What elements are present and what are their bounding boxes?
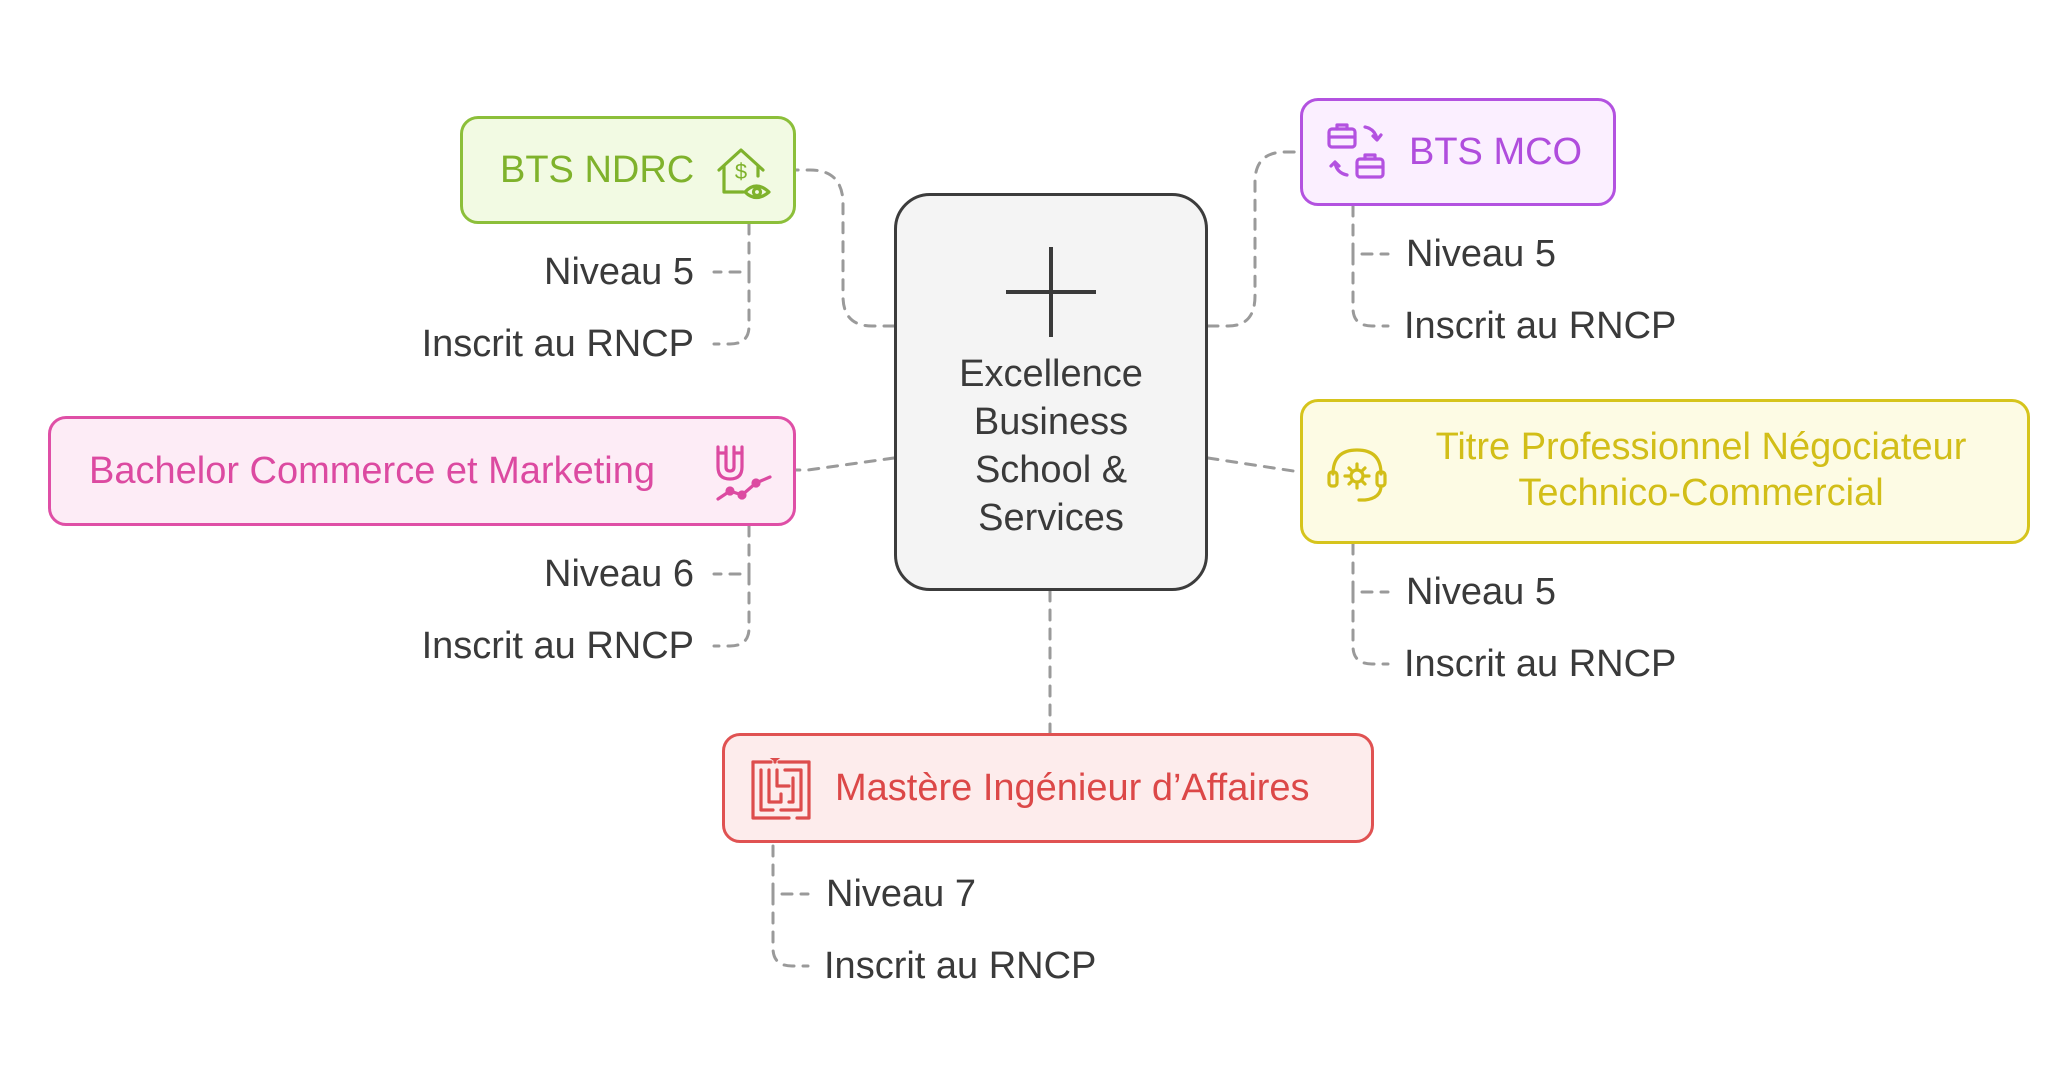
bachelor-level: Niveau 6 [544, 553, 694, 595]
connector-center-bts-mco [1206, 150, 1302, 328]
maze-icon [749, 758, 813, 822]
bts-mco-level: Niveau 5 [1406, 233, 1556, 275]
bts-ndrc-registry: Inscrit au RNCP [421, 323, 694, 365]
program-bts-ndrc: BTS NDRC $ [460, 116, 796, 224]
connector-titre-pro-registry [1351, 590, 1390, 666]
plus-icon [1004, 245, 1098, 344]
program-title: BTS MCO [1409, 131, 1583, 173]
bachelor-registry: Inscrit au RNCP [421, 625, 694, 667]
program-title-line: Technico-Commercial [1518, 472, 1884, 514]
connector-bts-mco-level [1351, 204, 1390, 256]
connector-bts-ndrc-registry [712, 270, 751, 346]
program-titre-pro: Titre Professionnel Négociateur Technico… [1300, 399, 2030, 544]
program-bts-mco: BTS MCO [1300, 98, 1616, 206]
titre-pro-registry: Inscrit au RNCP [1404, 643, 1677, 685]
program-title: BTS NDRC [500, 149, 695, 191]
headset-gear-icon [1325, 442, 1389, 506]
program-bachelor: Bachelor Commerce et Marketing [48, 416, 796, 526]
mastere-level: Niveau 7 [826, 873, 976, 915]
connector-bts-mco-registry [1351, 252, 1390, 328]
program-title: Mastère Ingénieur d’Affaires [835, 767, 1310, 809]
connector-mastere-registry [771, 892, 810, 968]
center-title-line: Excellence [959, 353, 1143, 395]
connector-bachelor-registry [712, 572, 751, 648]
connector-bachelor-level [712, 524, 751, 576]
bts-mco-registry: Inscrit au RNCP [1404, 305, 1677, 347]
house-dollar-eye-icon: $ [713, 142, 775, 204]
center-title-line: Business [973, 401, 1129, 443]
svg-text:$: $ [735, 159, 747, 184]
center-node: Excellence Business School & Services [894, 193, 1208, 591]
connector-center-titre-pro [1206, 456, 1302, 474]
connector-bts-ndrc-level [712, 222, 751, 274]
titre-pro-level: Niveau 5 [1406, 571, 1556, 613]
center-title-line: School & [974, 449, 1128, 491]
briefcase-exchange-icon [1325, 121, 1389, 185]
program-title: Bachelor Commerce et Marketing [89, 450, 655, 492]
program-title-line: Titre Professionnel Négociateur [1435, 426, 1967, 468]
connector-center-bachelor [794, 456, 896, 472]
titre-pro-title: Titre Professionnel Négociateur Technico… [1401, 424, 2001, 516]
center-title-line: Services [978, 497, 1124, 539]
mastere-registry: Inscrit au RNCP [824, 945, 1097, 987]
magnet-graph-icon [712, 443, 776, 507]
connector-mastere-level [771, 844, 810, 896]
program-mastere: Mastère Ingénieur d’Affaires [722, 733, 1374, 843]
center-title: Excellence Business School & Services [897, 350, 1205, 542]
connector-center-bts-ndrc [794, 168, 896, 328]
bts-ndrc-level: Niveau 5 [544, 251, 694, 293]
connector-titre-pro-level [1351, 542, 1390, 594]
